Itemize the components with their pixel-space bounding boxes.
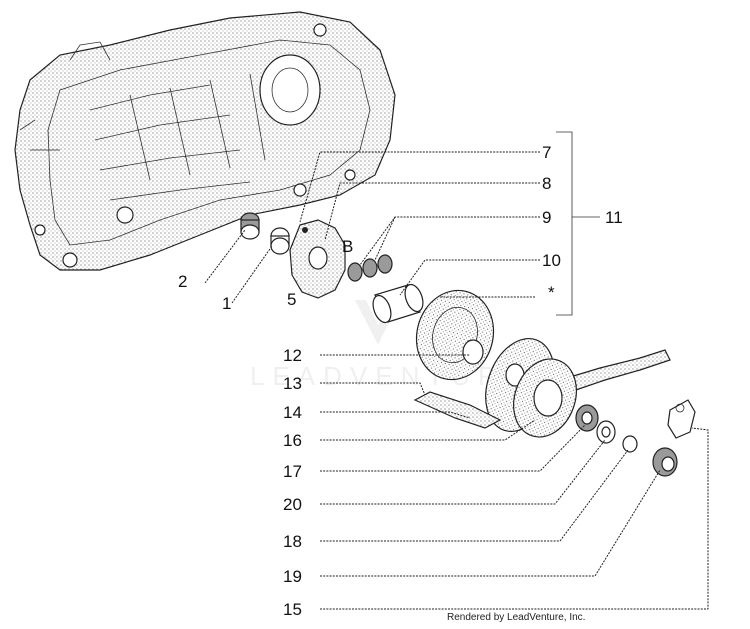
callout-11: 11 [605, 208, 623, 227]
callout-17: 17 [283, 462, 302, 481]
callout-15: 15 [283, 600, 302, 619]
part-18-nut [622, 435, 638, 453]
leader-lines: * [204, 131, 709, 610]
callout-10: 10 [542, 251, 561, 270]
callout-2: 2 [178, 272, 187, 291]
callout-13: 13 [283, 374, 302, 393]
star-mark: * [548, 283, 555, 302]
callout-16: 16 [283, 431, 302, 450]
callout-9: 9 [542, 208, 551, 227]
callout-19: 19 [283, 567, 302, 586]
part-1-spacer [270, 227, 290, 255]
mark-b: B [342, 237, 353, 256]
callout-18: 18 [283, 532, 302, 551]
part-20-washer [596, 420, 616, 444]
part-19-cap [652, 447, 678, 477]
part-10-sleeve [372, 283, 424, 324]
part-14-belt [413, 349, 671, 429]
callout-8: 8 [542, 174, 551, 193]
part-17-bearing [575, 404, 599, 432]
callout-12: 12 [283, 346, 302, 365]
part-16-clutch-bell [513, 358, 577, 438]
part-15-clip [667, 399, 696, 439]
render-credit: Rendered by LeadVenture, Inc. [447, 612, 585, 623]
callout-labels: 2 1 7 8 9 10 11 12 13 14 16 17 20 18 19 … [178, 143, 623, 619]
part-9-rollers [347, 254, 393, 282]
callout-20: 20 [283, 495, 302, 514]
part-12-pulley [415, 289, 495, 381]
part-8-ramp-plate: B 5 [287, 219, 353, 309]
callout-7: 7 [542, 143, 551, 162]
callout-14: 14 [283, 403, 302, 422]
callout-1: 1 [222, 294, 231, 313]
part-2-bushing [240, 212, 260, 240]
crankcase [14, 11, 396, 271]
mark-five: 5 [287, 290, 296, 309]
